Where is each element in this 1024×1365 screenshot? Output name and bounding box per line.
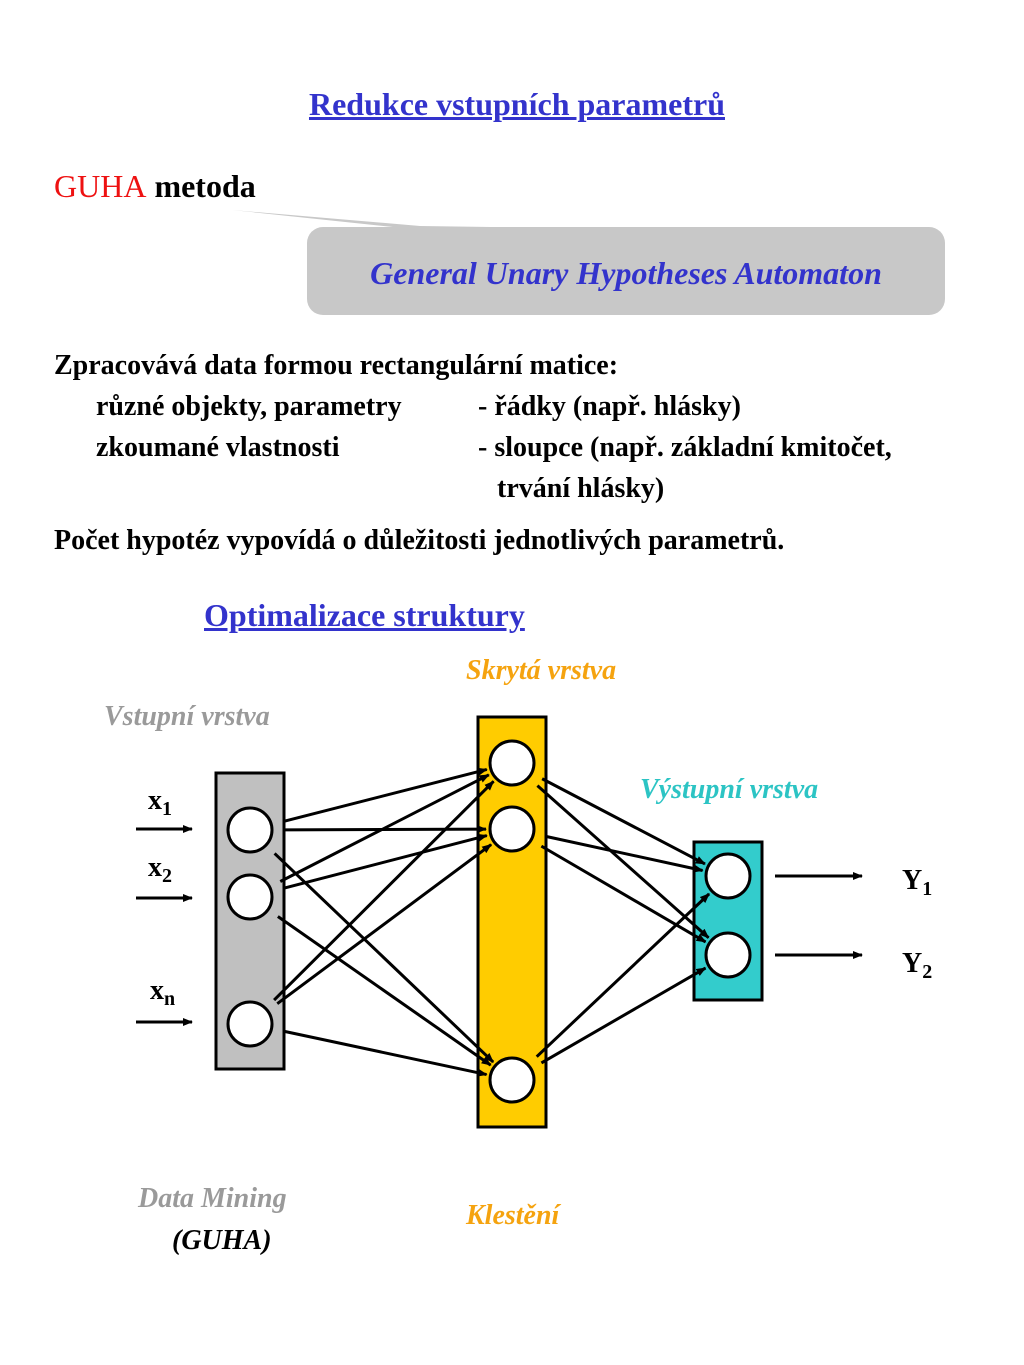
edge-input1-hidden3	[273, 852, 495, 1064]
description-row1-left: různé objekty, parametry	[96, 391, 402, 422]
method-line: GUHA metoda	[54, 168, 256, 205]
output-variable-y2: Y2	[902, 948, 933, 983]
edge-hidden3-output1	[535, 892, 711, 1058]
input-neuron-3	[226, 1000, 274, 1048]
edge-input3-hidden2	[276, 843, 493, 1005]
edge-hidden2-output1	[544, 834, 704, 873]
edge-input3-hidden3	[282, 1029, 488, 1077]
input-variable-x2: x2	[148, 852, 172, 887]
guha-word: GUHA	[54, 168, 147, 204]
page-heading: Redukce vstupních parametrů	[308, 86, 725, 122]
edge-hidden2-output2	[540, 844, 707, 944]
callout-text: General Unary Hypotheses Automaton	[370, 255, 882, 291]
section-heading: Optimalizace struktury	[204, 597, 525, 633]
hidden-neuron-3	[488, 1056, 536, 1104]
description-row2-right: - sloupce (např. základní kmitočet,	[478, 432, 892, 463]
hidden-neuron-1	[488, 739, 536, 787]
hidden-layer-label: Skrytá vrstva	[466, 655, 617, 686]
method-rest: metoda	[154, 168, 256, 204]
output-neuron-2	[704, 931, 752, 979]
output-variable-y1: Y1	[902, 865, 933, 900]
output-layer-label: Výstupní vrstva	[640, 774, 819, 805]
data-mining-label: Data Mining	[138, 1183, 287, 1214]
data-mining-guha-label: (GUHA)	[172, 1225, 272, 1256]
description-row2-left: zkoumané vlastnosti	[96, 432, 340, 463]
description-row1-right: - řádky (např. hlásky)	[478, 391, 741, 422]
edge-input3-hidden1	[273, 780, 495, 1002]
edge-input1-hidden1	[282, 767, 488, 824]
description-summary: Počet hypotéz vypovídá o důležitosti jed…	[54, 525, 785, 556]
description-row2-continuation: trvání hlásky)	[497, 473, 665, 504]
edge-hidden3-output2	[540, 966, 707, 1065]
edge-input2-hidden2	[282, 833, 488, 890]
pruning-label: Klestění	[466, 1200, 560, 1231]
callout-bubble	[232, 210, 945, 315]
input-variable-xn: xn	[150, 975, 176, 1010]
callout-box	[307, 227, 945, 315]
hidden-neuron-2	[488, 805, 536, 853]
edge-hidden1-output1	[541, 777, 706, 866]
input-variable-x1: x1	[148, 785, 172, 820]
output-neuron-1	[704, 852, 752, 900]
input-layer-label: Vstupní vrstva	[104, 701, 270, 732]
edge-hidden1-output2	[536, 784, 710, 939]
edge-input2-hidden3	[277, 915, 492, 1067]
description-main: Zpracovává data formou rectangulární mat…	[54, 350, 619, 381]
edge-input2-hidden1	[279, 773, 490, 883]
input-neuron-1	[226, 806, 274, 854]
input-neuron-2	[226, 873, 274, 921]
